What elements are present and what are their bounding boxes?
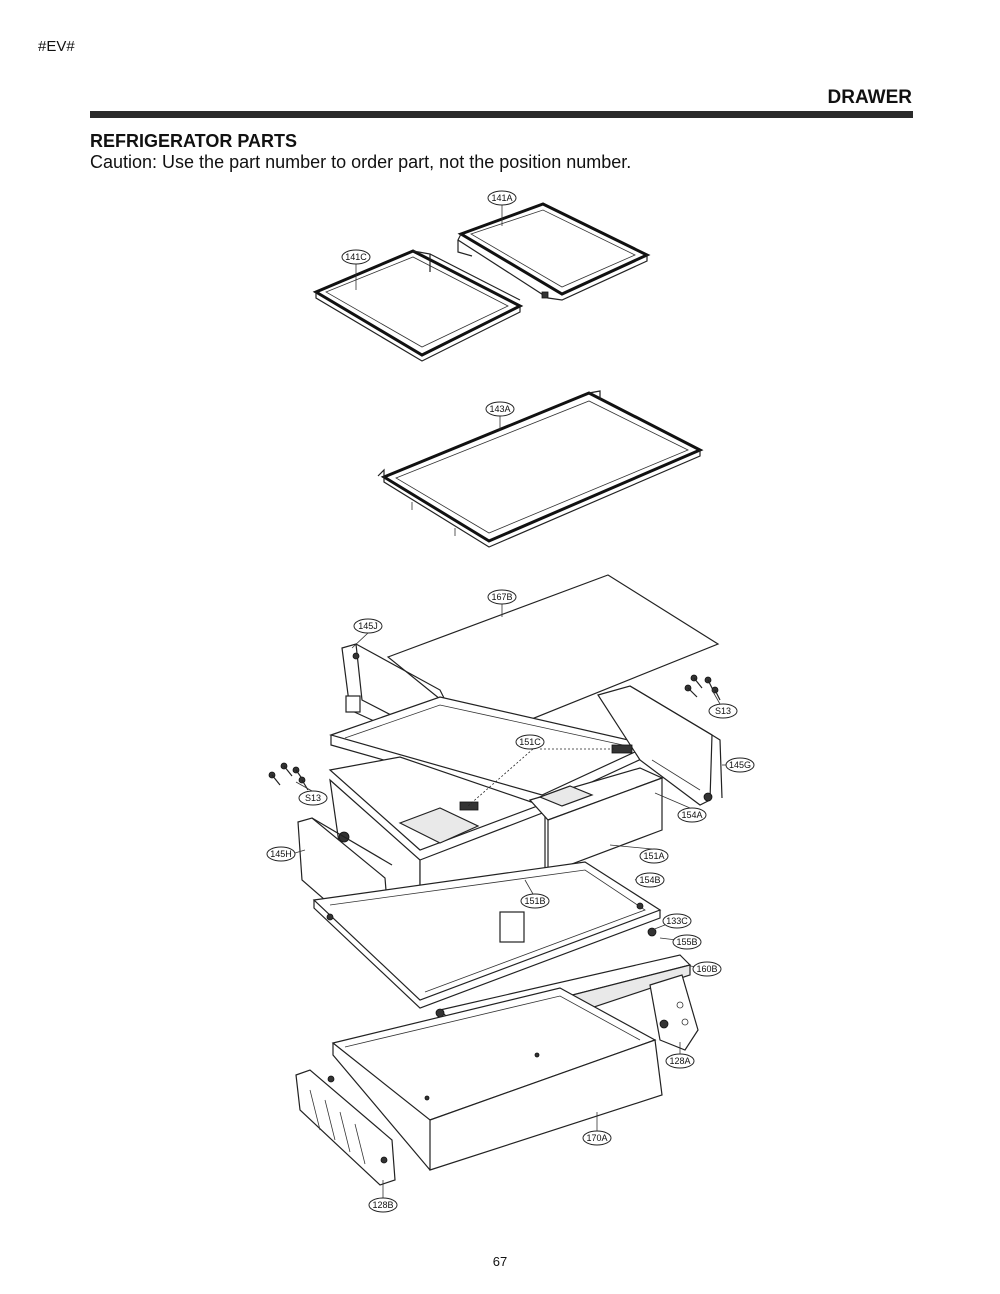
- callout-label: 155B: [676, 937, 697, 947]
- callout-label: S13: [305, 793, 321, 803]
- callout-s13-right: S13: [708, 703, 738, 719]
- callout-151c: 151C: [515, 734, 545, 750]
- caution-note: Caution: Use the part number to order pa…: [90, 152, 632, 172]
- callout-bubble: [485, 401, 515, 417]
- drawer-frame-assembly: [329, 685, 723, 806]
- bracket-128a: [649, 974, 699, 1051]
- callout-label: S13: [715, 706, 731, 716]
- callout-label: 145G: [729, 760, 751, 770]
- pantry-drawer-170a: [331, 987, 663, 1171]
- callout-145h: 145H: [266, 846, 296, 862]
- callout-bubble: [353, 618, 383, 634]
- callout-label: 141C: [345, 252, 367, 262]
- callout-154b: 154B: [635, 872, 665, 888]
- callout-145j: 145J: [353, 618, 383, 634]
- callout-160b: 160B: [692, 961, 722, 977]
- callout-bubble: [662, 913, 692, 929]
- callout-label: 154B: [639, 875, 660, 885]
- callout-128b: 128B: [368, 1197, 398, 1213]
- callout-143a: 143A: [485, 401, 515, 417]
- callout-bubble: [708, 703, 738, 719]
- callout-bubble: [487, 190, 517, 206]
- callout-133c: 133C: [662, 913, 692, 929]
- callout-labels: 141A 141C 143A 167B 145J S13 151C 145G S13 154A 14…: [266, 190, 755, 1213]
- callout-141c: 141C: [341, 249, 371, 265]
- callout-bubble: [341, 249, 371, 265]
- leader-151c-left: [467, 748, 534, 807]
- callout-154a: 154A: [677, 807, 707, 823]
- callout-bubble: [520, 893, 550, 909]
- slide-tray: [312, 861, 662, 1009]
- callout-bubble: [298, 790, 328, 806]
- bracket-128b: [295, 1069, 396, 1186]
- screws-s13-right: [684, 674, 721, 701]
- callout-bubble: [639, 848, 669, 864]
- callout-label: 151C: [519, 737, 541, 747]
- header-divider: [90, 111, 913, 118]
- callout-label: 154A: [681, 810, 702, 820]
- callout-bubble: [725, 757, 755, 773]
- callout-label: 145H: [270, 849, 292, 859]
- callout-label: 141A: [491, 193, 512, 203]
- callout-170a: 170A: [582, 1130, 612, 1146]
- callout-label: 128B: [372, 1200, 393, 1210]
- crisper-drawer-right: [459, 744, 664, 874]
- callout-151b: 151B: [520, 893, 550, 909]
- callout-151a: 151A: [639, 848, 669, 864]
- callout-bubble: [487, 589, 517, 605]
- callout-167b: 167B: [487, 589, 517, 605]
- screws-s13-left: [268, 762, 309, 791]
- shelf-141a: [457, 202, 651, 301]
- callout-bubble: [692, 961, 722, 977]
- callout-bubble: [582, 1130, 612, 1146]
- shelf-143a: [377, 390, 704, 548]
- callout-bubble: [672, 934, 702, 950]
- callout-bubble: [515, 734, 545, 750]
- callout-128a: 128A: [665, 1053, 695, 1069]
- callout-bubble: [635, 872, 665, 888]
- callout-bubble: [266, 846, 296, 862]
- shelf-141c: [312, 249, 524, 362]
- callout-label: 128A: [669, 1056, 690, 1066]
- callout-bubble: [368, 1197, 398, 1213]
- callout-label: 167B: [491, 592, 512, 602]
- callout-s13-left: S13: [298, 790, 328, 806]
- page-number: 67: [492, 1254, 508, 1269]
- callout-label: 151A: [643, 851, 664, 861]
- callout-bubble: [677, 807, 707, 823]
- callout-141a: 141A: [487, 190, 517, 206]
- callout-label: 170A: [586, 1133, 607, 1143]
- callout-label: 143A: [489, 404, 510, 414]
- callout-label: 133C: [666, 916, 688, 926]
- callout-155b: 155B: [672, 934, 702, 950]
- callout-label: 151B: [524, 896, 545, 906]
- callout-145g: 145G: [725, 757, 755, 773]
- document-tag: #EV#: [38, 38, 75, 55]
- callout-bubble: [665, 1053, 695, 1069]
- callout-label: 160B: [696, 964, 717, 974]
- page-title: REFRIGERATOR PARTS: [90, 131, 298, 151]
- callout-label: 145J: [358, 621, 378, 631]
- section-heading: DRAWER: [827, 87, 912, 108]
